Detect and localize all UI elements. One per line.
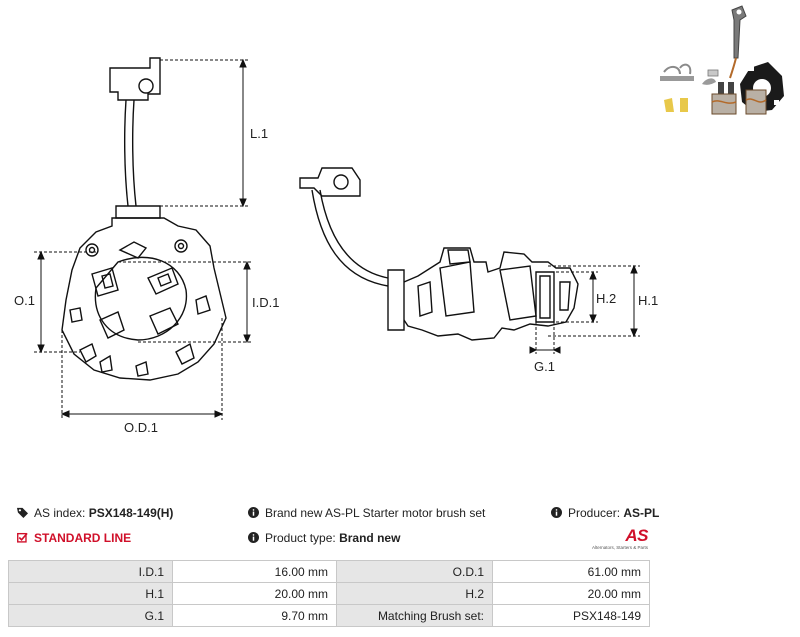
- as-pl-logo: AS Alternators, Starters & Parts: [586, 526, 650, 552]
- spec-label: O.D.1: [336, 560, 493, 583]
- dim-label-l1: L.1: [250, 126, 268, 141]
- logo-text: AS: [625, 526, 648, 545]
- dim-label-h2: H.2: [596, 291, 616, 306]
- info-icon: [248, 532, 259, 543]
- spec-value[interactable]: PSX148-149: [492, 604, 650, 627]
- dim-label-od1: O.D.1: [124, 420, 158, 435]
- spec-label: Matching Brush set:: [336, 604, 493, 627]
- producer: Producer: AS-PL: [551, 506, 659, 520]
- table-row: G.1 9.70 mm Matching Brush set: PSX148-1…: [8, 604, 650, 627]
- spec-label: H.1: [8, 582, 173, 605]
- spec-label: G.1: [8, 604, 173, 627]
- info-icon: [248, 507, 259, 518]
- spec-label: H.2: [336, 582, 493, 605]
- table-row: H.1 20.00 mm H.2 20.00 mm: [8, 582, 650, 605]
- spec-value: 20.00 mm: [172, 582, 337, 605]
- description: Brand new AS-PL Starter motor brush set: [248, 506, 485, 520]
- dim-label-g1: G.1: [534, 359, 555, 374]
- dim-label-o1: O.1: [14, 293, 35, 308]
- technical-drawing: L.1 O.1 I.D.1 O.D.1 H.1 H.2 G.1: [14, 57, 658, 435]
- standard-line: STANDARD LINE: [17, 531, 131, 545]
- logo-tagline: Alternators, Starters & Parts: [591, 545, 648, 550]
- as-index-value: PSX148-149(H): [88, 506, 174, 520]
- dim-label-id1: I.D.1: [252, 295, 279, 310]
- producer-value: AS-PL: [623, 506, 660, 520]
- spec-value: 20.00 mm: [492, 582, 650, 605]
- spec-label: I.D.1: [8, 560, 173, 583]
- info-icon: [551, 507, 562, 518]
- tag-icon: [17, 507, 28, 518]
- as-index-label: AS index:: [34, 506, 86, 520]
- product-photo: [660, 5, 784, 115]
- checkbox-icon: [17, 532, 28, 543]
- table-row: I.D.1 16.00 mm O.D.1 61.00 mm: [8, 560, 650, 583]
- spec-value: 9.70 mm: [172, 604, 337, 627]
- description-text: Brand new AS-PL Starter motor brush set: [265, 506, 486, 520]
- product-type: Product type: Brand new: [248, 531, 400, 545]
- spec-value: 61.00 mm: [492, 560, 650, 583]
- spec-table: I.D.1 16.00 mm O.D.1 61.00 mm H.1 20.00 …: [8, 560, 650, 627]
- product-type-label: Product type:: [265, 531, 336, 545]
- producer-label: Producer:: [568, 506, 621, 520]
- spec-value: 16.00 mm: [172, 560, 337, 583]
- standard-line-label: STANDARD LINE: [34, 531, 132, 545]
- as-index: AS index: PSX148-149(H): [17, 506, 173, 520]
- dim-label-h1: H.1: [638, 293, 658, 308]
- product-type-value: Brand new: [339, 531, 401, 545]
